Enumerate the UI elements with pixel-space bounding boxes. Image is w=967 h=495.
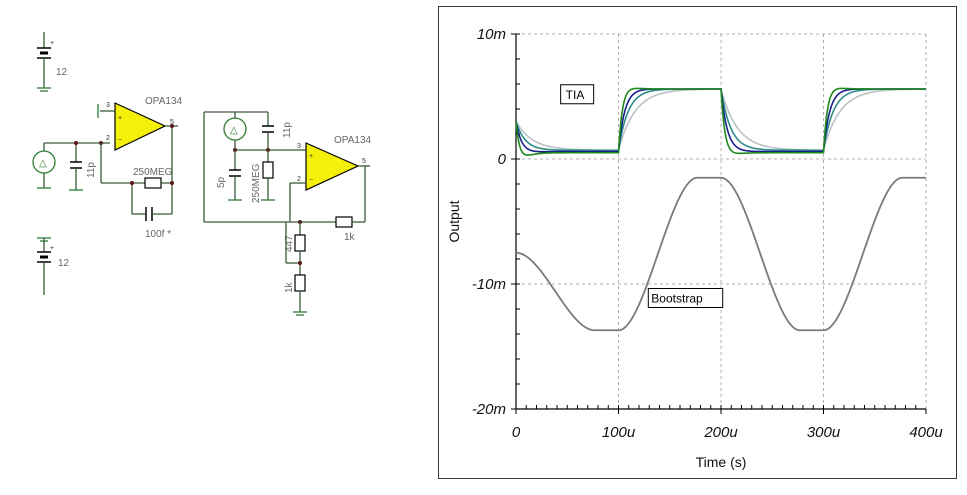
boot-r2-resistor[interactable] [294, 234, 306, 252]
tia-annotation: TIA [566, 88, 585, 102]
y-axis-title: Output [446, 200, 462, 242]
battery-bottom-label: 12 [58, 258, 70, 269]
opamp1-pin3: 3 [106, 102, 110, 109]
boot-r3-resistor[interactable] [294, 274, 306, 292]
tia-res-label: 250MEG [133, 167, 173, 178]
opamp2-pin2: 2 [297, 176, 301, 183]
opamp1-icon[interactable] [114, 102, 167, 151]
x-tick-label: 400u [909, 424, 943, 441]
opamp1-pin2: 2 [106, 135, 110, 142]
y-tick-label: -20m [472, 401, 506, 418]
opamp1-label: OPA134 [145, 96, 182, 107]
boot-resistor[interactable] [262, 161, 274, 179]
bootstrap-circuit: △ 11p 5p 250MEG + − 3 2 [203, 111, 371, 316]
x-tick-label: 0 [512, 424, 521, 441]
bootstrap-series-line [515, 176, 926, 332]
opamp2-plus: + [309, 153, 313, 160]
opamp1-plus: + [118, 115, 122, 122]
battery-top-label: 12 [56, 67, 68, 78]
opamp2-label: OPA134 [334, 135, 371, 146]
plot-series [515, 87, 927, 332]
tia-series-line [515, 87, 926, 156]
x-tick-label: 100u [602, 424, 636, 441]
opamp2-pin3: 3 [297, 143, 301, 150]
opamp2-pin5: 5 [362, 158, 366, 165]
tia-circuit: △ 11p + − 2 3 5 OPA134 250 [32, 96, 182, 240]
boot-r1-label: 1k [344, 232, 356, 243]
y-tick-label: -10m [472, 276, 506, 293]
schematic: + 12 + 12 △ 11p [0, 0, 435, 490]
bootstrap-annotation: Bootstrap [651, 292, 703, 306]
x-tick-label: 200u [703, 424, 738, 441]
battery-bottom[interactable]: + 12 [37, 237, 70, 295]
boot-cap-label: 5p [216, 176, 227, 188]
battery-bottom-plus: + [50, 245, 54, 252]
opamp2-icon[interactable] [305, 142, 360, 191]
opamp1-pin5: 5 [170, 119, 174, 126]
boot-r3-label: 1k [284, 281, 295, 293]
boot-res-label: 250MEG [251, 163, 262, 203]
tia-annotation-box [560, 84, 595, 105]
boot-r2-label: 447 [284, 235, 295, 252]
tia-resistor[interactable] [144, 177, 162, 189]
plot-grid [516, 33, 927, 410]
opamp1-minus: − [118, 137, 122, 144]
y-tick-label: 0 [498, 151, 507, 168]
opamp2-minus: − [309, 177, 313, 184]
boot-fb-cap-label: 11p [282, 122, 293, 138]
battery-top-plus: + [50, 40, 54, 47]
bootstrap-annotation-box [647, 288, 724, 308]
tia-fb-cap-label: 100f * [145, 229, 171, 240]
x-axis-title: Time (s) [696, 454, 747, 470]
plot-axes [511, 33, 927, 414]
x-tick-label: 300u [807, 424, 841, 441]
y-tick-label: 10m [477, 26, 506, 43]
battery-top[interactable]: + 12 [37, 32, 68, 92]
boot-r1-resistor[interactable] [335, 216, 353, 228]
current-source-delta: △ [39, 158, 47, 169]
boot-current-source-delta: △ [230, 125, 238, 136]
tia-cap-label: 11p [86, 162, 97, 178]
